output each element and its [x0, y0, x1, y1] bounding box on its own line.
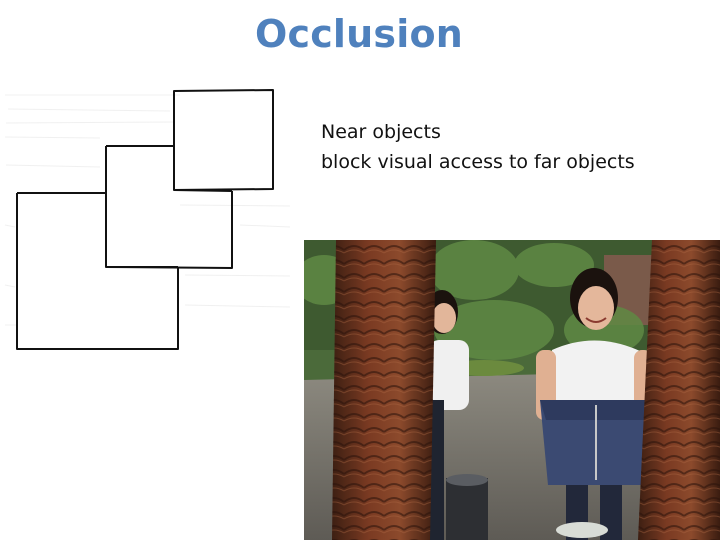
body-line-2: block visual access to far objects [321, 151, 635, 173]
occlusion-photo-icon [304, 240, 720, 540]
overlapping-squares-icon [4, 89, 291, 350]
body-text: Near objects block visual access to far … [321, 117, 635, 177]
occlusion-photo [304, 240, 720, 540]
slide-title: Occlusion [254, 12, 464, 56]
overlapping-squares-diagram [0, 75, 300, 365]
right-girl [536, 268, 652, 540]
body-line-1: Near objects [321, 121, 441, 143]
